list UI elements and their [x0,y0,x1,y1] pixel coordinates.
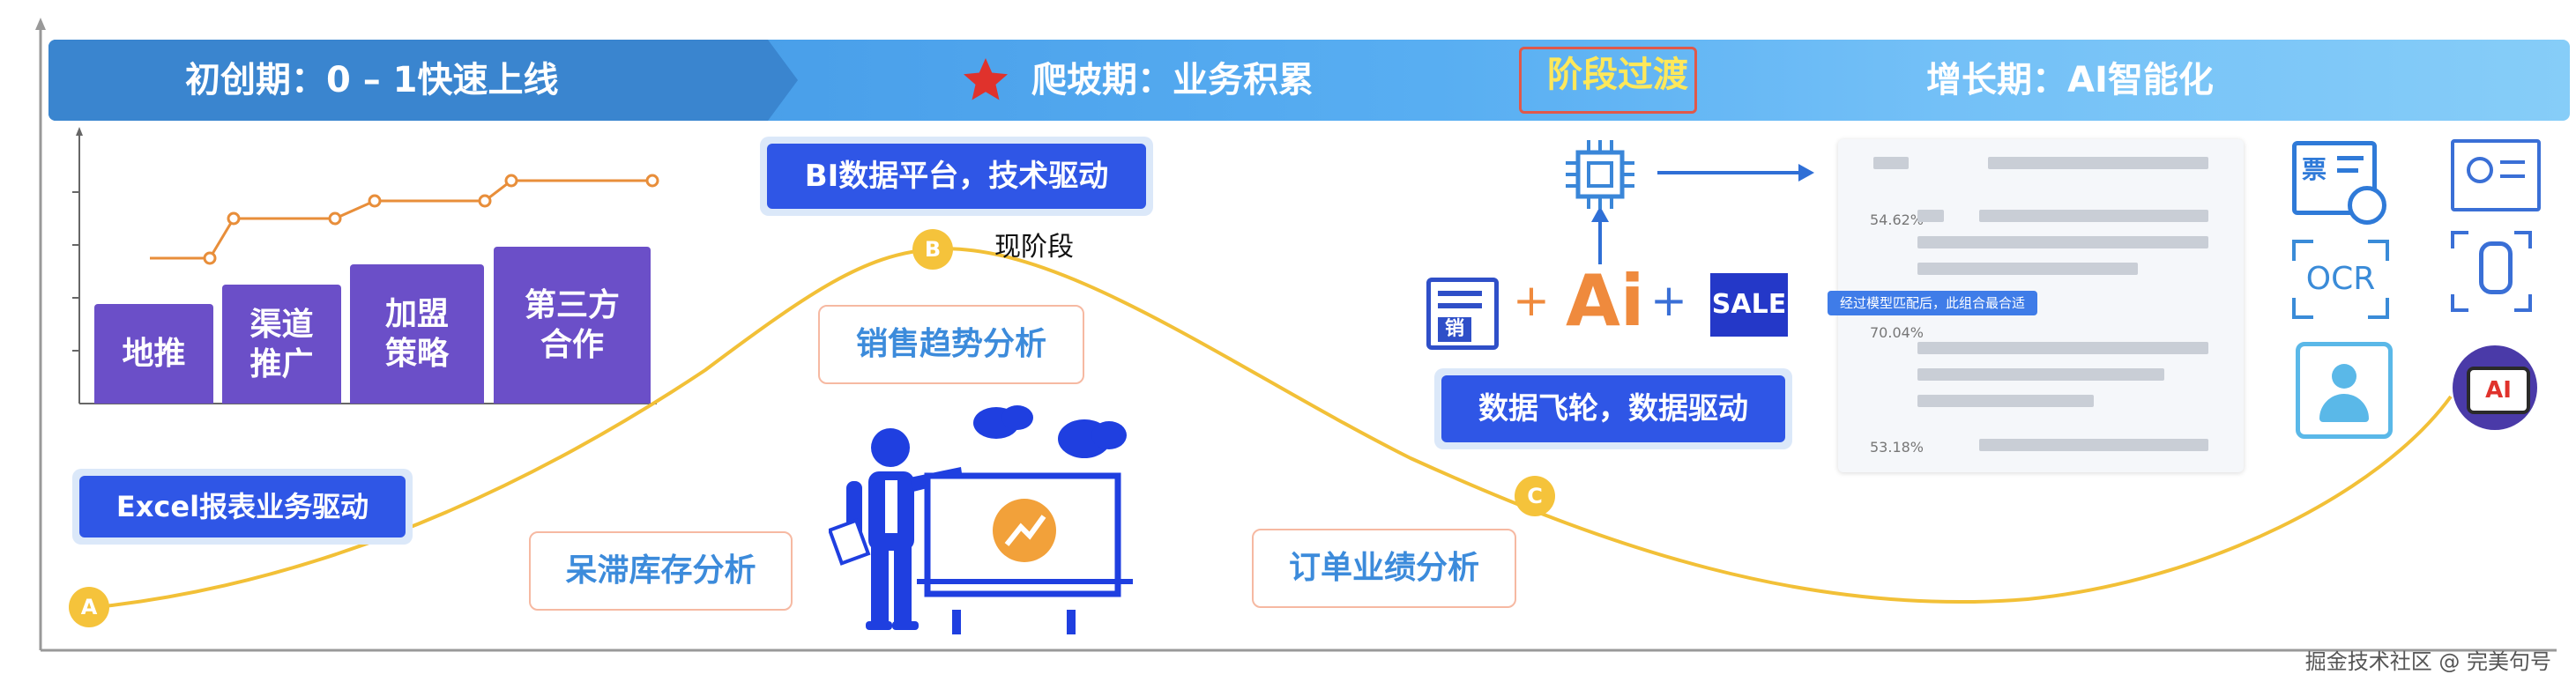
profile-card-icon [2451,139,2541,211]
sales-analysis-box: 销售趋势分析 [818,305,1084,384]
transition-frame [1519,47,1697,114]
bar-third-party: 第三方 合作 [494,247,651,404]
stage-banner: 初创期：0 – 1快速上线 爬坡期：业务积累 阶段过渡 增长期：AI智能化 [48,40,2570,121]
gear-icon [2348,186,2386,225]
growth-curve [87,247,2453,610]
tag-bi: BI数据平台，技术驱动 [760,137,1153,216]
percent-1: 54.62% [1870,211,1925,228]
percent-2: 70.04% [1870,324,1925,341]
marker-a: A [69,587,109,627]
transition-label: 阶段过渡 [1547,55,1688,95]
invoice-icon: 票 [2292,141,2386,225]
star-icon [964,58,1008,100]
ocr-text: OCR [2305,261,2376,297]
plus-sign-1: + [1513,275,1550,326]
sales-doc-icon: 销 [1426,278,1499,350]
bar-franchise: 加盟 策略 [350,264,484,404]
sales-badge: 销 [1438,317,1471,342]
percent-3: 53.18% [1870,439,1925,456]
voice-recognition-icon [2451,231,2532,312]
ai-text-icon: Ai [1566,260,1645,342]
tag-flywheel: 数据飞轮，数据驱动 [1434,368,1792,449]
invoice-text: 票 [2302,155,2327,184]
phase1-title: 初创期：0 – 1快速上线 [185,60,559,100]
order-analysis-box: 订单业绩分析 [1252,529,1516,608]
ai-assistant-icon: AI [2453,345,2537,430]
watermark: 掘金技术社区 @ 完美句号 [2304,649,2551,674]
inventory-analysis-box: 呆滞库存分析 [529,531,793,611]
marker-b: B [912,229,953,270]
chip-icon [1566,140,1634,209]
marker-c: C [1515,476,1555,516]
tag-excel: Excel报表业务驱动 [72,469,413,545]
sale-icon: SALE [1710,273,1788,337]
tag-excel-label: Excel报表业务驱动 [79,476,406,537]
ai-badge-text: AI [2467,367,2530,414]
tag-bi-label: BI数据平台，技术驱动 [767,144,1146,209]
phase1-background [48,40,798,121]
bar-channel: 渠道 推广 [222,285,341,404]
face-id-icon [2296,342,2393,439]
model-callout: 经过模型匹配后，此组合最合适 [1828,291,2038,315]
bar-label: 渠道 推广 [249,306,314,382]
bar-ground-push: 地推 [94,304,213,404]
current-stage-label: 现阶段 [994,232,1074,263]
bar-label: 加盟 策略 [384,296,449,372]
ocr-icon: OCR [2292,240,2389,319]
phase3-title: 增长期：AI智能化 [1926,60,2214,100]
plus-sign-2: + [1650,275,1687,326]
tag-flywheel-label: 数据飞轮，数据驱动 [1441,375,1785,442]
presenter-illustration [829,405,1133,634]
phase2-title: 爬坡期：业务积累 [1031,60,1314,100]
bar-label: 第三方 合作 [524,287,620,363]
bar-label: 地推 [122,336,186,372]
